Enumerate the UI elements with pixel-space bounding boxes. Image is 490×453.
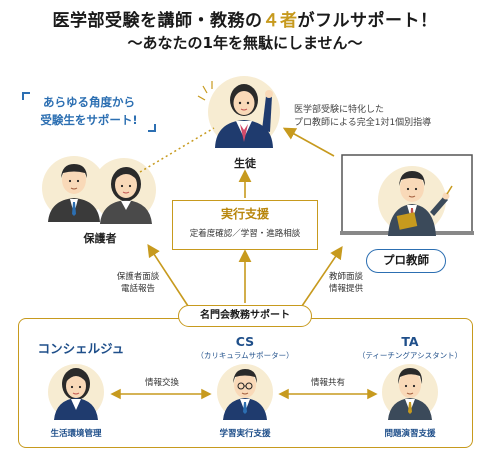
guardian-label: 保護者 [83,232,117,245]
support-to-teacher-arrow [301,246,343,307]
teacher-to-student-arrow [282,127,335,157]
guardian-link-line2: 電話報告 [120,284,155,295]
cs-subtitle: （カリキュラムサポーター） [196,351,294,360]
concierge-title: コンシェルジュ [37,341,125,356]
title-prefix: 医学部受験を講師・教務の [52,11,263,31]
execution-support-box: 実行支援 定着度確認／学習・進路相談 [172,200,318,250]
exchange-right-arrow [278,388,378,400]
guardian-link-label: 保護者面談 電話報告 [96,271,180,296]
student-label: 生徒 [234,157,256,170]
teacher-link-line1: 教師面談 [328,272,363,282]
exchange-right-label: 情報共有 [310,378,345,388]
guardian-student-dotted-line [139,127,215,173]
sparkle-icon [197,81,213,101]
left-callout-line1: あらゆる角度から [43,95,135,109]
mother-icon [100,167,152,224]
right-callout-line1: 医学部受験に特化した [294,105,385,115]
cs-icon [223,369,267,420]
subtitle: 〜あなたの1年を無駄にしません〜 [127,34,363,52]
teacher-link-label: 教師面談 情報提供 [306,271,386,296]
right-callout: 医学部受験に特化した プロ教師による完全1対1個別指導 [294,104,484,130]
title-suffix: がフルサポート！ [297,11,438,31]
exchange-left-label: 情報交換 [144,378,179,388]
left-callout-line2: 受験生をサポート! [40,112,138,127]
execution-title: 実行支援 [220,207,269,221]
left-callout: あらゆる角度から 受験生をサポート! [22,92,156,132]
student-icon [215,84,273,148]
cs-role: 学習実行支援 [219,429,271,439]
teacher-icon [388,171,453,236]
ta-icon [388,368,432,420]
support-label: 名門会教務サポート [178,305,312,327]
execution-subtitle: 定着度確認／学習・進路相談 [189,229,301,239]
ta-title: TA [401,334,419,349]
teacher-link-line2: 情報提供 [328,284,363,295]
ta-subtitle: （ティーチングアシスタント） [357,351,463,360]
exchange-left-arrow [110,388,212,400]
support-to-guardian-arrow [147,243,189,307]
concierge-icon [54,368,98,420]
right-callout-line2: プロ教師による完全1対1個別指導 [294,118,432,129]
concierge-role: 生活環境管理 [50,429,102,439]
callout-corner-top-left [22,92,30,100]
title-accent: ４者 [262,11,298,31]
cs-title: CS [235,334,255,349]
main-title: 医学部受験を講師・教務の４者がフルサポート！ [0,6,490,31]
ta-role: 問題演習支援 [384,429,436,439]
father-icon [48,164,100,222]
pro-teacher-label: プロ教師 [366,249,446,273]
guardian-link-line1: 保護者面談 [116,272,160,282]
callout-corner-bottom-right [148,123,156,132]
